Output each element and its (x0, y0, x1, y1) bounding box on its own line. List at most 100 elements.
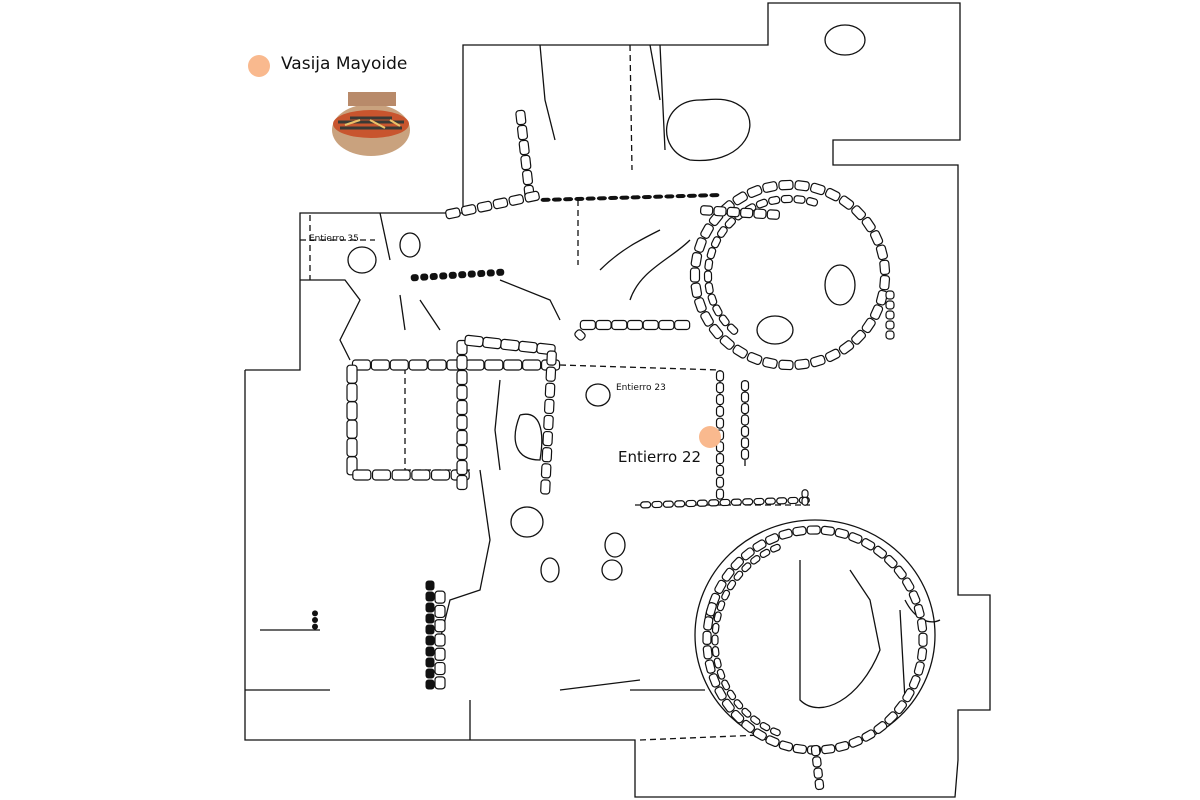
stone (522, 359, 542, 371)
stone (718, 314, 730, 327)
stone (715, 417, 725, 429)
stone (699, 205, 714, 216)
stone (619, 195, 630, 200)
stone (764, 497, 776, 505)
stone (389, 359, 409, 371)
stone (467, 270, 476, 278)
stone (456, 369, 468, 386)
vasija-mayoide-legend-marker (248, 55, 270, 77)
stone (861, 317, 876, 334)
stone (908, 674, 921, 690)
stone (721, 679, 731, 691)
stone (611, 319, 628, 331)
stone (861, 729, 876, 742)
stone (794, 358, 810, 370)
stone (477, 269, 486, 278)
stone (893, 565, 907, 580)
stone (733, 570, 744, 581)
stone (848, 532, 863, 544)
stone (851, 205, 867, 221)
burial-22-label: Entierro 22 (618, 448, 702, 466)
stone (713, 657, 722, 669)
vasija-mayoide-image (332, 92, 410, 156)
stone (730, 498, 742, 506)
stone (918, 632, 928, 647)
burial-23-pit (585, 383, 611, 407)
stone (739, 207, 754, 219)
stone (700, 223, 714, 239)
stone (707, 293, 718, 306)
stone (861, 538, 876, 551)
stone (873, 545, 888, 559)
stone (740, 414, 750, 426)
burial-23-label: Entierro 23 (616, 383, 666, 393)
stone (704, 659, 716, 674)
stone (746, 185, 763, 198)
stone (730, 556, 745, 571)
stone (500, 338, 520, 352)
stone (792, 743, 808, 754)
stone (540, 479, 551, 495)
stone (425, 580, 435, 591)
legend-label: Vasija Mayoide (281, 54, 408, 74)
stone (448, 271, 457, 279)
stone (884, 554, 898, 569)
stone (486, 269, 495, 277)
stone (425, 613, 435, 624)
stone (711, 634, 719, 646)
stone (769, 543, 781, 553)
stone (741, 707, 752, 718)
stone (762, 181, 778, 193)
stone (740, 425, 750, 438)
stone (715, 370, 725, 382)
stone (715, 476, 725, 488)
stone (434, 619, 446, 633)
stone (714, 686, 727, 701)
stone (813, 767, 823, 779)
stone (346, 364, 358, 384)
stone (541, 447, 553, 463)
stone (753, 497, 765, 506)
stone (879, 274, 891, 291)
stone (715, 405, 725, 417)
stone (708, 499, 720, 507)
stone (740, 391, 750, 403)
stone (809, 182, 826, 196)
stone (503, 359, 523, 371)
stone (425, 657, 435, 668)
stone (869, 230, 884, 246)
stone (456, 444, 468, 461)
stone (824, 187, 841, 202)
stone (456, 474, 468, 491)
stone (608, 195, 619, 201)
feature-pit (399, 232, 421, 258)
stone (651, 500, 663, 509)
stone (434, 604, 446, 619)
stone (515, 109, 527, 126)
stone (411, 469, 431, 481)
stone (711, 646, 720, 658)
feature-pit (756, 315, 794, 345)
stone (630, 195, 641, 200)
stone (425, 602, 435, 613)
stone (820, 525, 836, 536)
burial-35-label: Entierro 35 (309, 234, 359, 244)
stone (838, 340, 855, 355)
stone (805, 197, 819, 207)
stone (346, 437, 358, 458)
stone (753, 208, 767, 220)
stone (740, 380, 750, 392)
stone (685, 499, 697, 508)
stone (641, 194, 652, 200)
stone (524, 190, 540, 203)
stone (873, 721, 888, 735)
stone (456, 354, 468, 371)
stone (869, 304, 884, 320)
stone (765, 735, 780, 748)
stone (726, 689, 737, 701)
stone (700, 311, 714, 327)
stone (563, 197, 574, 202)
stone (658, 319, 675, 331)
feature-pit (824, 24, 866, 56)
